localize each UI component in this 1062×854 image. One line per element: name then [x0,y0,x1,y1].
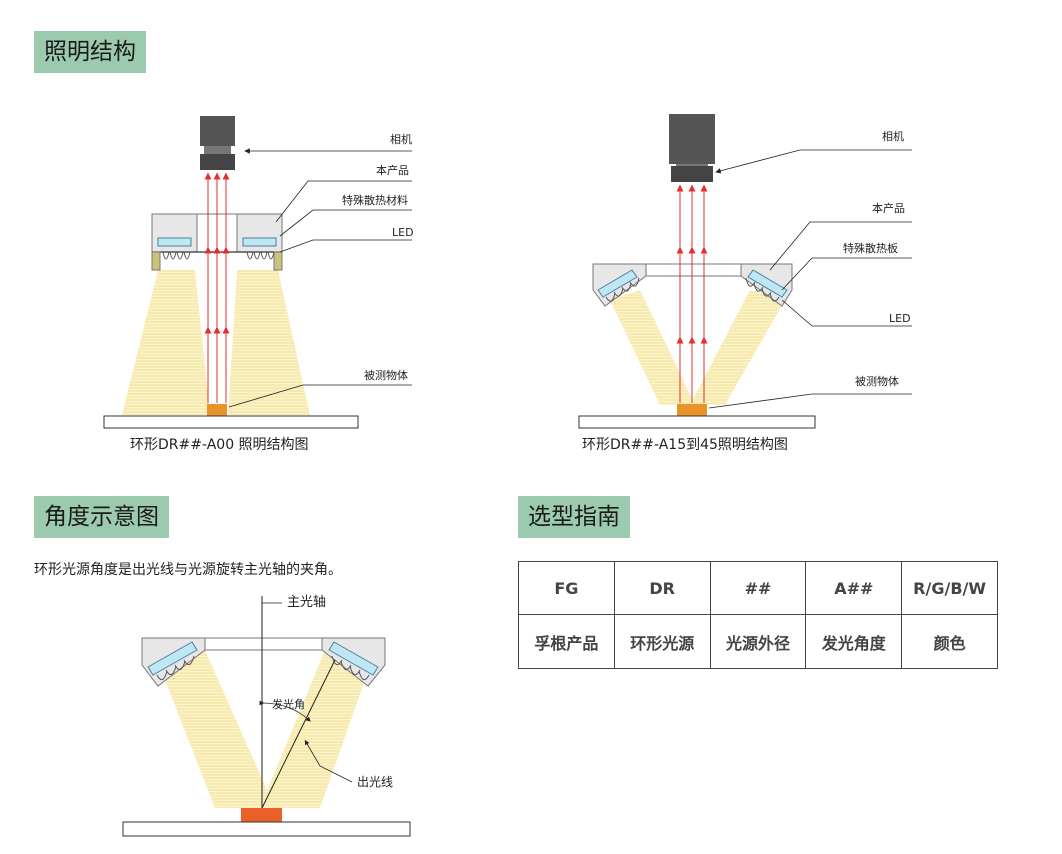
label-object: 被测物体 [855,374,899,388]
meaning-cell-color: 颜色 [901,614,998,669]
light-beam-right [260,650,365,808]
meaning-cell-diameter: 光源外径 [709,614,807,669]
caption-a15-45: 环形DR##-A15到45照明结构图 [582,437,788,453]
header-cell-color: R/G/B/W [901,561,998,615]
emit-angle-arc [259,700,311,722]
section-title-selection-guide: 选型指南 [518,496,630,538]
header-cell-dr: DR [613,561,711,615]
header-cell-diameter: ## [709,561,807,615]
diagram-dr-a15-45: 相机 本产品 特殊散热板 LED 被测物体 [578,114,912,429]
base-plate [103,415,359,429]
emit-line [261,659,336,809]
label-led: LED [889,312,911,325]
test-object [207,404,227,416]
meaning-cell-type: 环形光源 [613,614,711,669]
label-heat-plate: 特殊散热板 [843,241,898,255]
label-product: 本产品 [376,163,409,177]
label-emit-angle: 发光角 [272,697,305,711]
camera-icon [669,114,715,182]
base-plate [578,415,816,429]
test-object [241,808,282,822]
angle-description: 环形光源角度是出光线与光源旋转主光轴的夹角。 [34,562,342,578]
light-rays [204,172,230,403]
angle-diagram: 主光轴 发光角 出光线 [122,595,411,837]
section-title-angle-diagram: 角度示意图 [34,496,169,538]
light-beam-left [122,270,210,415]
table-row: 孚根产品 环形光源 光源外径 发光角度 颜色 [518,614,998,669]
header-cell-fg: FG [518,561,615,615]
ring-light-angled [141,637,386,687]
ring-light-angled [592,263,793,307]
camera-icon [200,116,235,170]
light-beam-left [610,290,695,405]
section-title-lighting-structure: 照明结构 [34,31,146,73]
base-plate [122,821,411,837]
header-cell-angle: A## [805,561,903,615]
label-object: 被测物体 [364,368,408,382]
test-object [677,404,707,416]
light-beam-right [228,270,310,415]
meaning-cell-brand: 孚根产品 [518,614,615,669]
selection-guide-table: FG DR ## A## R/G/B/W 孚根产品 环形光源 光源外径 发光角度… [518,561,998,669]
table-row: FG DR ## A## R/G/B/W [518,561,998,615]
meaning-cell-angle: 发光角度 [805,614,903,669]
label-camera: 相机 [882,129,904,143]
label-led: LED [392,226,414,239]
label-main-axis: 主光轴 [287,595,326,610]
label-emit-line: 出光线 [357,775,393,789]
label-camera: 相机 [390,132,412,146]
label-heat-material: 特殊散热材料 [342,193,408,207]
diagram-dr-a00: 相机 本产品 特殊散热材料 LED 被测物体 [103,116,414,429]
caption-a00: 环形DR##-A00 照明结构图 [130,437,309,453]
label-product: 本产品 [872,201,905,215]
light-rays [676,184,708,403]
light-beam-left [165,650,275,808]
light-beam-right [690,290,785,405]
